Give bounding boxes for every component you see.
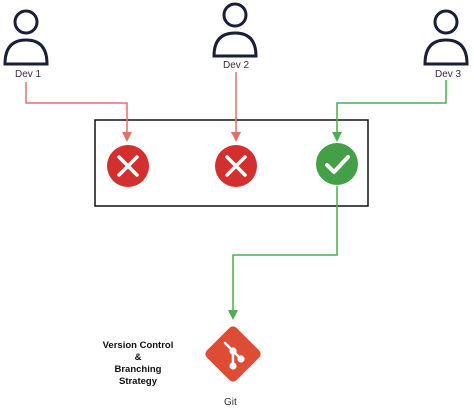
merge-connector [228, 186, 338, 320]
dev2-person-icon [212, 2, 258, 58]
dev1-x-circle-icon [107, 145, 149, 187]
diagram-title: Version Control & Branching Strategy [92, 340, 184, 388]
dev3-label: Dev 3 [435, 69, 462, 80]
title-line: Version Control [102, 340, 174, 351]
dev1-person-icon [3, 9, 49, 66]
dev1-label: Dev 1 [15, 69, 42, 80]
git-logo-icon [205, 326, 261, 382]
title-line: & [134, 352, 142, 363]
dev3-connector [332, 80, 447, 142]
dev1-connector [25, 82, 132, 142]
title-line: Branching [114, 364, 162, 375]
dev2-label: Dev 2 [223, 60, 250, 71]
title-line: Strategy [118, 376, 157, 387]
git-label: Git [224, 397, 237, 408]
review-box [94, 119, 369, 207]
dev3-check-circle-icon [316, 143, 358, 185]
dev2-x-circle-icon [215, 145, 257, 187]
dev3-person-icon [423, 9, 469, 66]
